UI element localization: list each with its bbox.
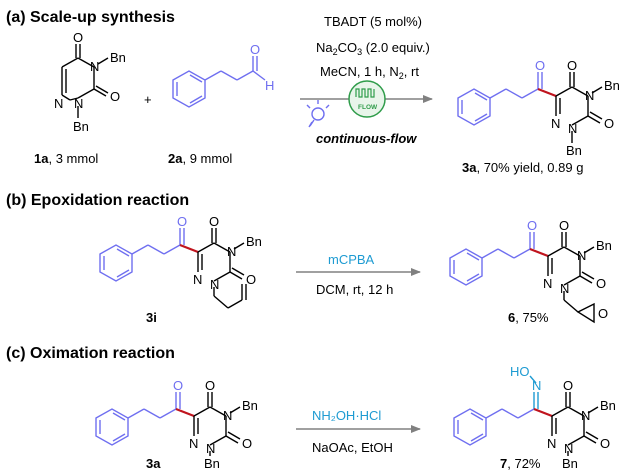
atom-o: O — [242, 436, 252, 451]
start-3a-structure — [95, 392, 241, 456]
atom-o: O — [598, 306, 608, 321]
product-7-structure — [453, 375, 599, 456]
reactant-1a-label: 1a, 3 mmol — [34, 151, 98, 166]
reagent-hydroxylamine: NH₂OH·HCl — [312, 408, 381, 423]
flow-reactor-icon: FLOW — [348, 80, 386, 118]
atom-bn: Bn — [604, 78, 620, 93]
atom-o: O — [209, 214, 219, 229]
atom-bn: Bn — [110, 50, 126, 65]
atom-o: O — [600, 436, 610, 451]
atom-bn: Bn — [204, 456, 220, 471]
atom-n: N — [210, 277, 219, 292]
atom-h: H — [265, 78, 274, 93]
start-3a-label: 3a — [146, 456, 161, 471]
atom-o: O — [567, 58, 577, 73]
atom-n: N — [532, 378, 541, 393]
light-bulb-icon — [306, 100, 330, 128]
atom-o: O — [527, 218, 537, 233]
section-a-title: (a) Scale-up synthesis — [6, 9, 175, 26]
product-6-structure — [449, 232, 595, 324]
conditions-base: Na2CO3 (2.0 equiv.) — [316, 40, 430, 57]
atom-n: N — [543, 276, 552, 291]
product-6-label: 6, 75% — [508, 310, 549, 325]
atom-n: N — [227, 244, 236, 259]
conditions-c: NaOAc, EtOH — [312, 440, 393, 455]
atom-bn: Bn — [566, 143, 582, 158]
reactant-2a-structure — [172, 56, 266, 108]
atom-n: N — [206, 441, 215, 456]
atom-o: O — [110, 89, 120, 104]
atom-n: N — [223, 408, 232, 423]
atom-n: N — [547, 436, 556, 451]
atom-o: O — [246, 272, 256, 287]
conditions-mode: continuous-flow — [316, 131, 417, 146]
atom-n: N — [568, 121, 577, 136]
conditions-catalyst: TBADT (5 mol%) — [324, 14, 422, 29]
atom-bn: Bn — [242, 398, 258, 413]
atom-o: O — [173, 378, 183, 393]
reactant-1a-structure — [61, 44, 109, 118]
atom-bn: Bn — [562, 456, 578, 471]
atom-ho: HO — [510, 364, 530, 379]
atom-bn: Bn — [73, 119, 89, 134]
atom-o: O — [596, 276, 606, 291]
atom-o: O — [563, 378, 573, 393]
product-3a-structure — [457, 72, 603, 143]
atom-n: N — [577, 248, 586, 263]
atom-bn: Bn — [246, 234, 262, 249]
atom-o: O — [535, 58, 545, 73]
atom-o: O — [604, 116, 614, 131]
flow-badge-label: FLOW — [358, 104, 378, 111]
reactant-2a-label: 2a, 9 mmol — [168, 151, 232, 166]
atom-n: N — [585, 88, 594, 103]
atom-o: O — [250, 42, 260, 57]
product-7-label: 7, 72% — [500, 456, 541, 471]
conditions-b: DCM, rt, 12 h — [316, 282, 393, 297]
section-b-title: (b) Epoxidation reaction — [6, 192, 189, 209]
atom-n: N — [564, 441, 573, 456]
section-c-title: (c) Oximation reaction — [6, 345, 175, 362]
atom-bn: Bn — [600, 398, 616, 413]
atom-o: O — [559, 218, 569, 233]
reagent-mcpba: mCPBA — [328, 252, 375, 267]
start-3i-structure — [99, 228, 247, 309]
atom-n: N — [193, 272, 202, 287]
atom-n: N — [560, 281, 569, 296]
atom-n: N — [581, 408, 590, 423]
atom-o: O — [73, 30, 83, 45]
product-3a-label: 3a, 70% yield, 0.89 g — [462, 160, 583, 175]
plus-sign: + — [144, 92, 152, 107]
atom-n: N — [189, 436, 198, 451]
conditions-solvent: MeCN, 1 h, N2, rt — [320, 64, 419, 81]
atom-bn: Bn — [596, 238, 612, 253]
atom-n: N — [54, 96, 63, 111]
atom-n: N — [74, 96, 83, 111]
atom-n: N — [551, 116, 560, 131]
atom-o: O — [205, 378, 215, 393]
atom-o: O — [177, 214, 187, 229]
atom-n: N — [90, 59, 99, 74]
start-3i-label: 3i — [146, 310, 157, 325]
